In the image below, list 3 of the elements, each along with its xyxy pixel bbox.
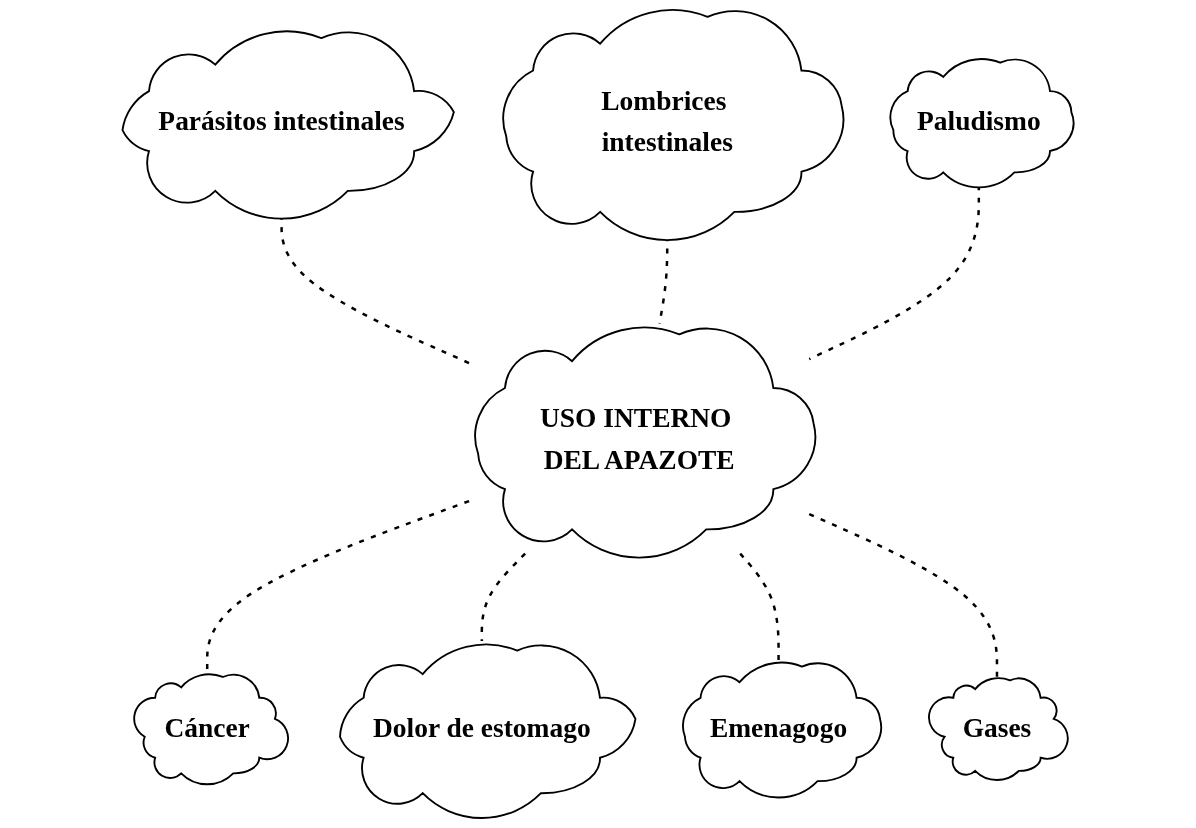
connector: [480, 552, 526, 641]
connector: [739, 552, 780, 661]
connector: [808, 512, 999, 677]
